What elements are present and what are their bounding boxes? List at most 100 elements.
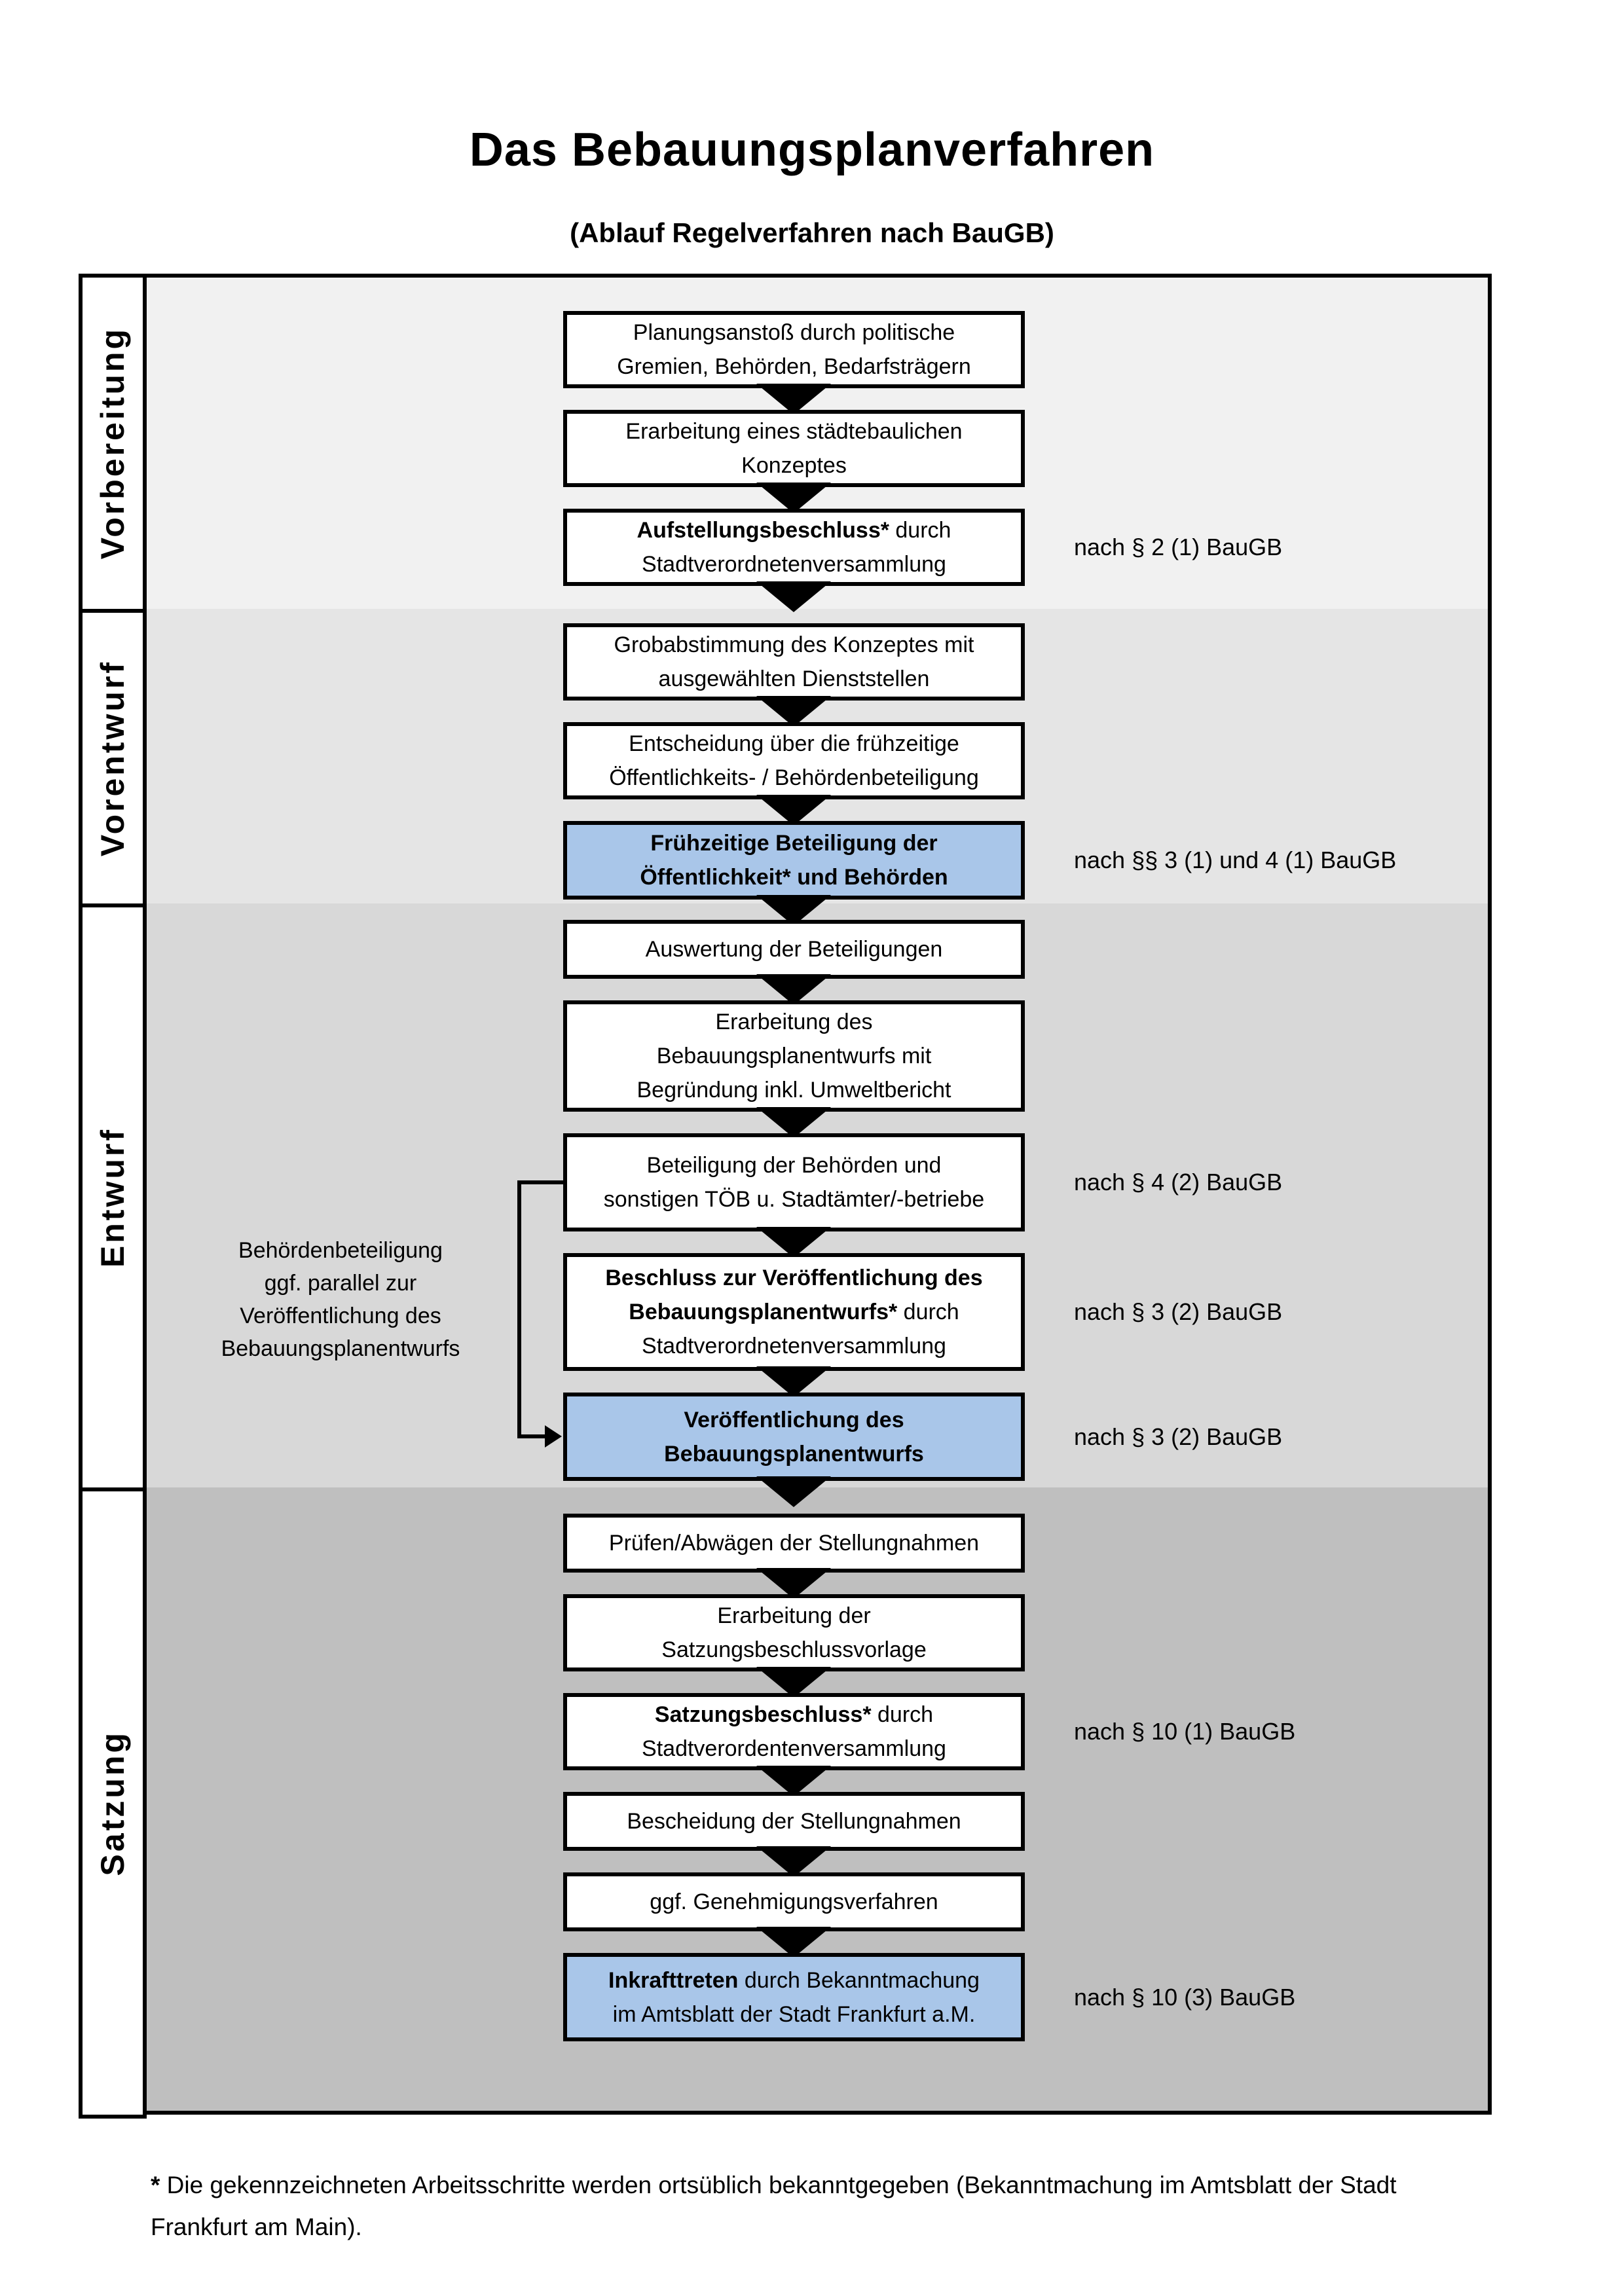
bracket-vertical-line: [517, 1180, 521, 1436]
step-text-segment: Beteiligung der Behörden und: [646, 1153, 942, 1178]
step-text-segment: Erarbeitung der: [717, 1603, 871, 1628]
law-reference-inkrafttreten: nach § 10 (3) BauGB: [1074, 1983, 1296, 2011]
step-text-line: Planungsanstoß durch politische: [633, 316, 955, 350]
step-text-segment: Inkrafttreten: [608, 1967, 739, 1993]
step-pruefen-abwaegen-stellungnahmen: Prüfen/Abwägen der Stellungnahmen: [563, 1514, 1025, 1573]
law-reference-beschluss-veroeffentlichung: nach § 3 (2) BauGB: [1074, 1298, 1283, 1325]
step-text-line: Stadtverordnetenversammlung: [642, 1329, 946, 1363]
step-text-line: Bebauungsplanentwurfs* durch: [629, 1295, 959, 1329]
step-text-line: ggf. Genehmigungsverfahren: [650, 1885, 938, 1919]
step-text-segment: Bescheidung der Stellungnahmen: [627, 1809, 961, 1834]
step-text-segment: Begründung inkl. Umweltbericht: [637, 1078, 951, 1102]
law-reference-fruehzeitige-beteiligung: nach §§ 3 (1) und 4 (1) BauGB: [1074, 847, 1397, 873]
law-reference-beteiligung-behoerden-toeb: nach § 4 (2) BauGB: [1074, 1169, 1283, 1195]
side-note-line: Veröffentlichung des: [240, 1303, 441, 1328]
step-text-line: Erarbeitung der: [717, 1599, 870, 1633]
step-text-line: Bebauungsplanentwurfs mit: [657, 1039, 932, 1073]
step-text-line: Auswertung der Beteiligungen: [646, 932, 943, 966]
step-text-segment: im Amtsblatt der Stadt Frankfurt a.M.: [612, 2001, 976, 2027]
page-title: Das Bebauungsplanverfahren: [469, 124, 1155, 176]
step-text-segment: durch: [897, 1300, 959, 1324]
step-text-line: Öffentlichkeits- / Behördenbeteiligung: [609, 761, 979, 795]
step-auswertung-beteiligungen: Auswertung der Beteiligungen: [563, 920, 1025, 979]
step-text-line: Entscheidung über die frühzeitige: [629, 727, 959, 761]
step-text-line: Bescheidung der Stellungnahmen: [627, 1804, 961, 1838]
step-text-segment: Satzungsbeschluss*: [654, 1702, 872, 1727]
law-reference-veroeffentlichung-bebauungsplanentwurf: nach § 3 (2) BauGB: [1074, 1423, 1283, 1450]
flow-arrow-down-icon: [756, 581, 831, 612]
step-inkrafttreten: Inkrafttreten durch Bekanntmachung im Amt…: [563, 1953, 1025, 2041]
step-text-line: Prüfen/Abwägen der Stellungnahmen: [609, 1526, 979, 1560]
step-text-line: Stadtverordentenversammlung: [642, 1732, 946, 1766]
flow-arrow-down-icon: [756, 974, 831, 1005]
step-text-line: Beschluss zur Veröffentlichung des: [605, 1261, 982, 1295]
flow-arrow-down-icon: [756, 696, 831, 727]
step-text-segment: Grobabstimmung des Konzeptes mit: [614, 632, 974, 657]
phase-label: Vorentwurf: [94, 659, 131, 857]
step-text-segment: Frühzeitige Beteiligung der: [650, 831, 938, 856]
step-text-segment: Stadtverordentenversammlung: [642, 1736, 946, 1761]
step-text-line: Erarbeitung des: [715, 1005, 872, 1039]
law-reference-aufstellungsbeschluss: nach § 2 (1) BauGB: [1074, 534, 1283, 560]
side-note-line: Bebauungsplanentwurfs: [221, 1336, 460, 1361]
step-text-line: im Amtsblatt der Stadt Frankfurt a.M.: [613, 1997, 976, 2032]
step-text-segment: Entscheidung über die frühzeitige: [629, 731, 959, 756]
flow-arrow-down-icon: [756, 483, 831, 513]
footnote-text-line2: Frankfurt am Main).: [151, 2214, 362, 2240]
step-text-segment: Bebauungsplanentwurfs mit: [656, 1044, 932, 1068]
step-text-segment: Öffentlichkeit* und Behörden: [640, 865, 948, 890]
step-text-line: Aufstellungsbeschluss* durch: [637, 513, 951, 547]
step-text-line: Begründung inkl. Umweltbericht: [637, 1073, 951, 1107]
step-text-segment: Stadtverordnetenversammlung: [642, 1334, 946, 1358]
phase-cell-entwurf: Entwurf: [79, 903, 147, 1491]
step-text-line: Inkrafttreten durch Bekanntmachung: [608, 1963, 980, 1997]
step-text-segment: sonstigen TÖB u. Stadtämter/-betriebe: [603, 1187, 985, 1212]
step-text-line: Bebauungsplanentwurfs: [664, 1437, 924, 1471]
phase-label: Vorbereitung: [94, 327, 131, 560]
step-text-segment: Bebauungsplanentwurfs: [664, 1441, 924, 1467]
step-text-segment: ggf. Genehmigungsverfahren: [650, 1889, 938, 1914]
step-text-segment: durch: [889, 518, 951, 543]
step-text-segment: Satzungsbeschlussvorlage: [661, 1637, 927, 1662]
flow-arrow-down-icon: [756, 1766, 831, 1796]
step-text-segment: Planungsanstoß durch politische: [633, 320, 955, 345]
flow-arrow-down-icon: [756, 384, 831, 414]
side-note-behoerdenbeteiligung: Behördenbeteiligung ggf. parallel zur Ve…: [164, 1234, 517, 1365]
footnote: * Die gekennzeichneten Arbeitsschritte w…: [151, 2164, 1545, 2248]
flow-arrow-down-icon: [756, 1568, 831, 1599]
step-text-segment: Gremien, Behörden, Bedarfsträgern: [617, 354, 971, 379]
step-text-segment: Prüfen/Abwägen der Stellungnahmen: [608, 1531, 980, 1556]
bracket-stub-line: [517, 1180, 563, 1184]
step-text-segment: Erarbeitung eines städtebaulichen: [625, 419, 963, 444]
step-genehmigungsverfahren: ggf. Genehmigungsverfahren: [563, 1872, 1025, 1931]
step-text-line: Öffentlichkeit* und Behörden: [640, 860, 948, 894]
bracket-arrowhead-icon: [545, 1425, 562, 1448]
step-text-segment: Beschluss zur Veröffentlichung des: [605, 1266, 983, 1290]
flow-arrow-down-icon: [756, 1667, 831, 1698]
side-note-line: ggf. parallel zur: [264, 1271, 417, 1296]
footnote-asterisk: *: [151, 2172, 160, 2198]
step-text-line: Veröffentlichung des: [684, 1403, 904, 1437]
step-text-segment: Öffentlichkeits- / Behördenbeteiligung: [609, 765, 979, 790]
flow-arrow-down-icon: [756, 1927, 831, 1958]
step-text-segment: durch: [871, 1702, 934, 1727]
step-text-line: Satzungsbeschlussvorlage: [661, 1633, 926, 1667]
step-text-line: Stadtverordnetenversammlung: [642, 547, 946, 581]
step-text-segment: Auswertung der Beteiligungen: [645, 937, 943, 962]
step-text-segment: Aufstellungsbeschluss*: [637, 518, 889, 543]
step-text-line: Konzeptes: [741, 448, 847, 483]
flow-arrow-down-icon: [756, 1107, 831, 1138]
footnote-text-line1: Die gekennzeichneten Arbeitsschritte wer…: [160, 2172, 1397, 2198]
step-text-line: Beteiligung der Behörden und: [647, 1148, 942, 1182]
step-text-segment: Konzeptes: [741, 453, 847, 478]
phase-label: Entwurf: [94, 1127, 131, 1268]
phase-cell-satzung: Satzung: [79, 1487, 147, 2119]
bracket-arrow-line: [517, 1434, 547, 1438]
